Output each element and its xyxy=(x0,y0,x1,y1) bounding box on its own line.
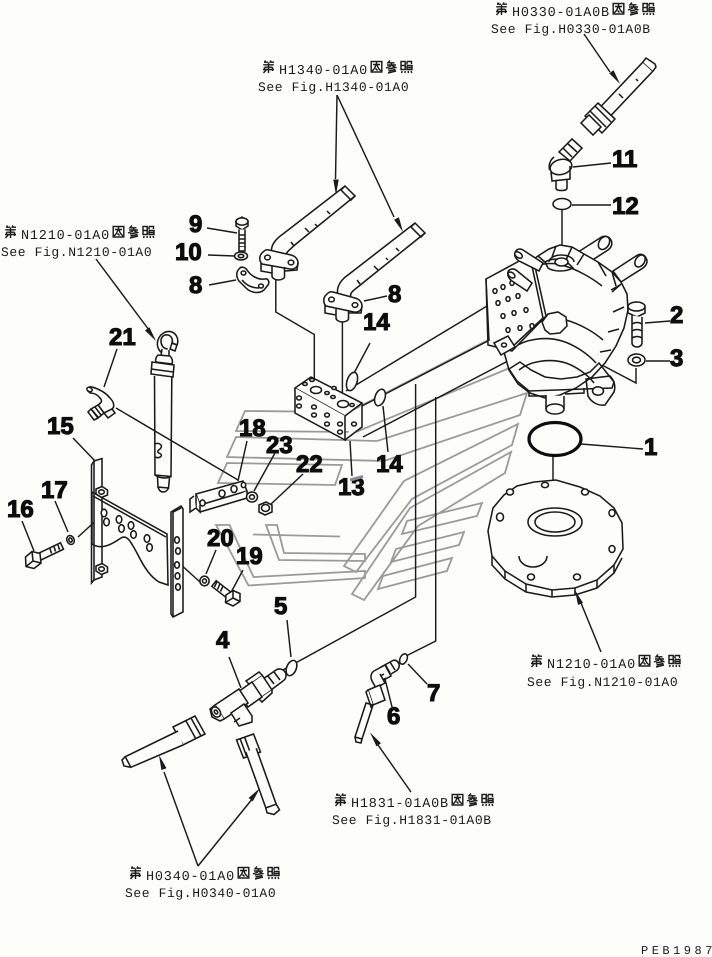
svg-text:See Fig.H1831-01A0B: See Fig.H1831-01A0B xyxy=(332,813,492,828)
svg-text:23: 23 xyxy=(266,432,293,459)
svg-text:9: 9 xyxy=(189,211,202,238)
svg-text:18: 18 xyxy=(239,415,266,442)
svg-text:16: 16 xyxy=(7,496,34,523)
svg-text:H1340-01A0: H1340-01A0 xyxy=(279,64,368,79)
svg-text:1: 1 xyxy=(644,434,657,461)
svg-text:N1210-01A0: N1210-01A0 xyxy=(21,229,110,244)
svg-text:5: 5 xyxy=(274,593,287,620)
svg-text:H1831-01A0B: H1831-01A0B xyxy=(351,797,449,812)
svg-text:3: 3 xyxy=(670,345,683,372)
svg-text:4: 4 xyxy=(216,627,230,654)
svg-text:8: 8 xyxy=(388,281,401,308)
svg-text:14: 14 xyxy=(376,451,403,478)
svg-text:14: 14 xyxy=(363,309,390,336)
svg-text:20: 20 xyxy=(207,525,234,552)
svg-text:See Fig.H1340-01A0: See Fig.H1340-01A0 xyxy=(258,80,409,95)
svg-text:H0340-01A0: H0340-01A0 xyxy=(146,870,235,885)
svg-text:6: 6 xyxy=(387,703,400,730)
svg-text:N1210-01A0: N1210-01A0 xyxy=(547,658,636,673)
svg-text:12: 12 xyxy=(612,193,639,220)
svg-text:PEB1987: PEB1987 xyxy=(641,944,712,957)
svg-text:15: 15 xyxy=(47,413,74,440)
svg-text:11: 11 xyxy=(612,146,637,173)
svg-text:22: 22 xyxy=(296,451,323,478)
svg-text:8: 8 xyxy=(189,272,202,299)
svg-text:17: 17 xyxy=(41,477,68,504)
svg-text:See Fig.N1210-01A0: See Fig.N1210-01A0 xyxy=(1,245,152,260)
svg-text:See Fig.H0340-01A0: See Fig.H0340-01A0 xyxy=(125,886,276,901)
svg-text:10: 10 xyxy=(175,239,202,266)
svg-text:21: 21 xyxy=(109,324,136,351)
svg-text:See Fig.N1210-01A0: See Fig.N1210-01A0 xyxy=(527,675,678,690)
svg-text:19: 19 xyxy=(236,543,263,570)
svg-text:H0330-01A0B: H0330-01A0B xyxy=(512,6,610,21)
svg-text:See Fig.H0330-01A0B: See Fig.H0330-01A0B xyxy=(491,22,651,37)
svg-text:2: 2 xyxy=(670,302,683,329)
svg-text:7: 7 xyxy=(427,680,440,707)
